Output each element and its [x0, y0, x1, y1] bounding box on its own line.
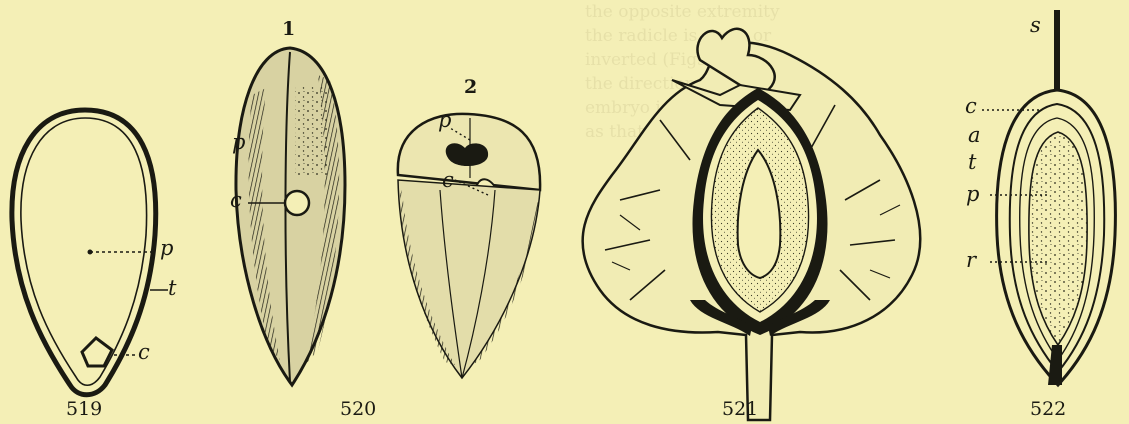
- fig-519-label-c: c: [138, 342, 150, 363]
- fig-522-label-t: t: [968, 152, 976, 173]
- fig-520-view-2-label-p: p: [438, 110, 451, 131]
- fig-number-519: 519: [66, 400, 102, 419]
- fig-520-view-2-label-c: c: [442, 170, 454, 191]
- fig-520-view-2-number: 2: [464, 78, 477, 97]
- fig-number-520: 520: [340, 400, 376, 419]
- fig-519-label-t: t: [168, 278, 176, 299]
- fig-520-view-1: [236, 48, 345, 385]
- fig-521-fruit-section: [583, 29, 921, 420]
- fig-522-seed-section: [982, 10, 1115, 385]
- fig-520-view-2: [398, 114, 540, 378]
- fig-522-label-a: a: [968, 125, 981, 146]
- fig-522-label-p: p: [966, 184, 979, 205]
- fig-519-label-p: p: [160, 238, 173, 259]
- fig-number-522: 522: [1030, 400, 1066, 419]
- fig-520-label-p: p: [232, 132, 245, 153]
- fig-520-label-c: c: [230, 190, 242, 211]
- fig-522-label-s: s: [1030, 15, 1041, 36]
- fig-522-label-c: c: [965, 96, 977, 117]
- fig-number-521: 521: [722, 400, 758, 419]
- fig-522-label-r: r: [966, 250, 976, 271]
- fig-520-view-1-number: 1: [282, 20, 295, 39]
